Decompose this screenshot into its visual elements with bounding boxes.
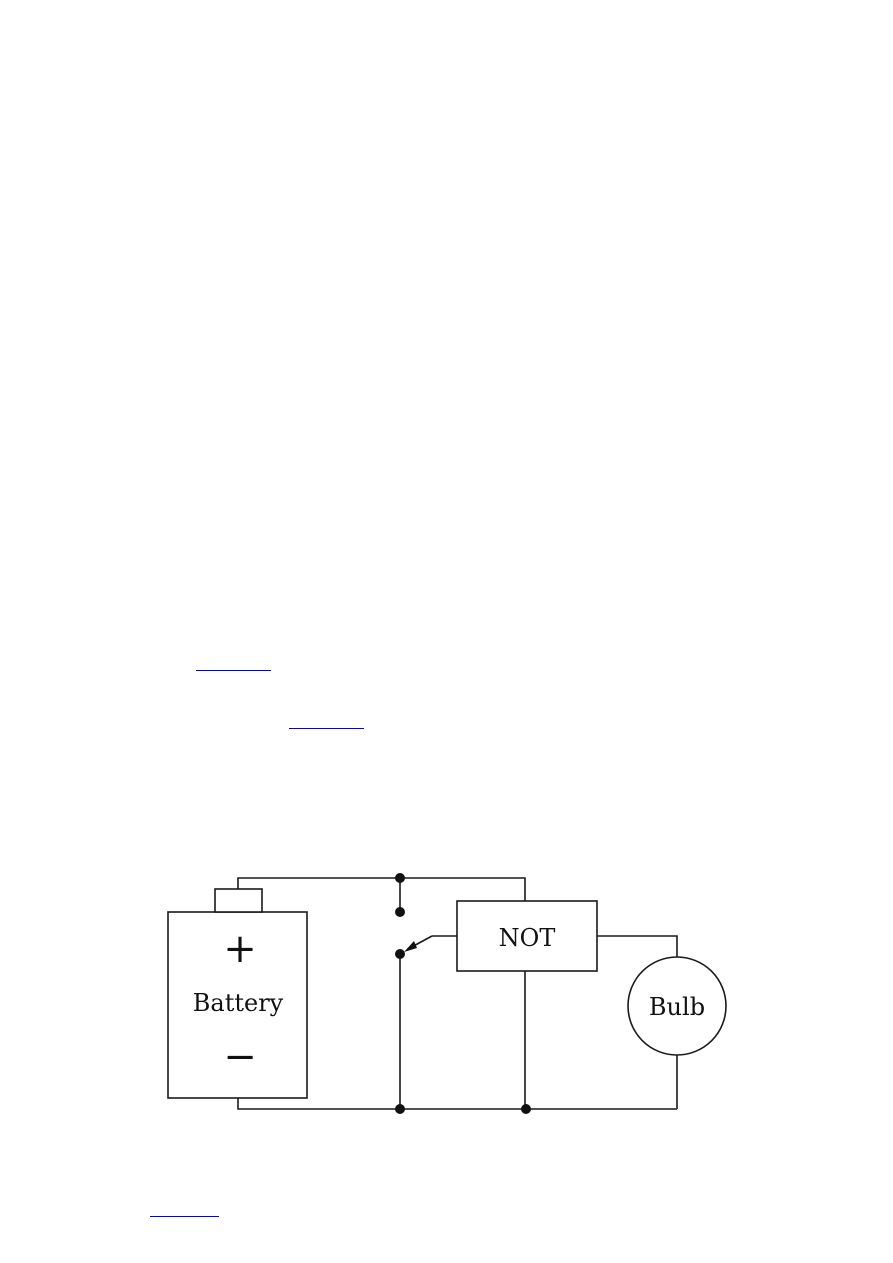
junction-dot — [521, 1104, 531, 1114]
link-underline[interactable] — [196, 670, 271, 671]
bulb-label: Bulb — [649, 993, 705, 1021]
link-underline[interactable] — [289, 728, 364, 729]
link-underline[interactable] — [150, 1216, 219, 1217]
battery-terminal — [214, 888, 263, 913]
switch-pivot-dot — [395, 949, 405, 959]
junction-dot — [395, 873, 405, 883]
battery-plus-sign: + — [223, 926, 257, 972]
not-gate-label: NOT — [499, 924, 556, 952]
junction-dot — [395, 1104, 405, 1114]
gate-output-wire — [597, 935, 678, 957]
not-gate-box — [456, 900, 598, 972]
switch-contact-dot — [395, 907, 405, 917]
control-arrow-head — [404, 941, 417, 952]
battery-minus-sign: − — [223, 1034, 257, 1080]
bottom-wire — [237, 1098, 677, 1110]
battery-label: Battery — [193, 989, 284, 1017]
top-wire — [237, 877, 526, 901]
